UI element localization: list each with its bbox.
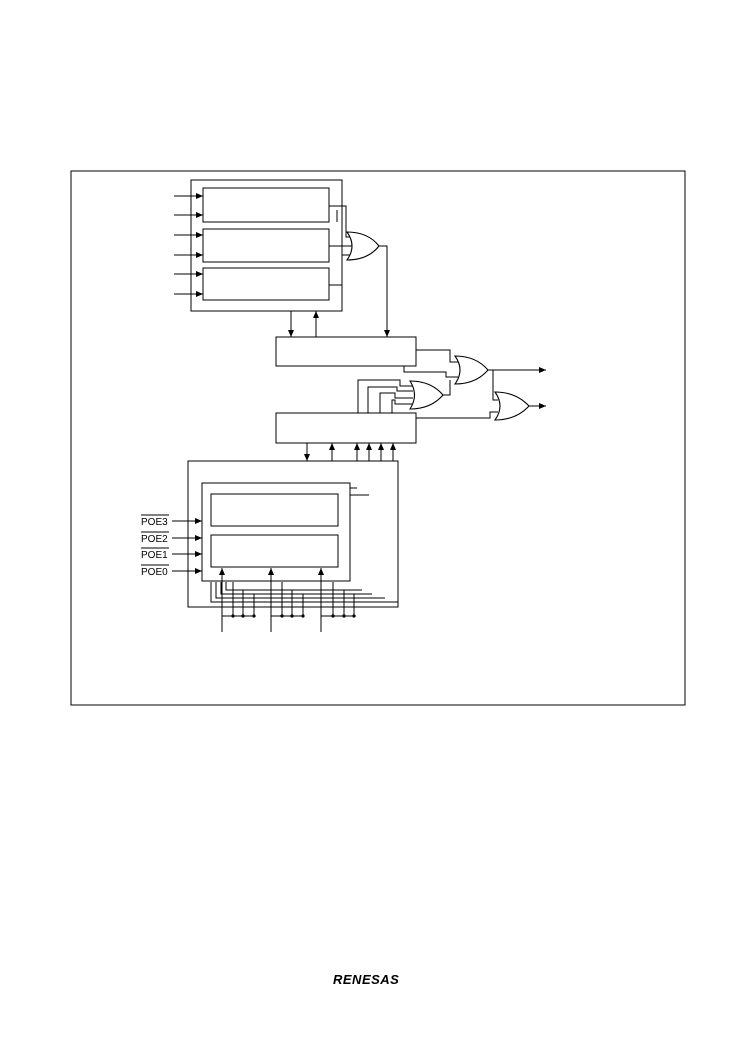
poe1-label: POE1 — [141, 550, 168, 561]
lower-stacked-frames — [210, 487, 398, 603]
or-gate-upper — [345, 231, 380, 261]
or-gate-right-bottom — [493, 391, 530, 421]
control-register-upper — [275, 336, 417, 367]
poe0-label: POE0 — [141, 567, 168, 578]
poe-inputs: POE3 POE2 POE1 POE0 — [141, 514, 202, 578]
upper-register-1 — [202, 187, 330, 223]
renesas-logo: RENESAS — [333, 972, 400, 987]
or-gate-middle — [408, 380, 444, 410]
or-gate-upper-output — [379, 245, 390, 337]
poe3-label: POE3 — [141, 517, 168, 528]
lower-register-1 — [210, 493, 339, 527]
middle-or-inputs — [357, 379, 413, 413]
or-gate-right-top — [453, 355, 489, 385]
control-register-lower — [275, 412, 417, 444]
upper-register-2 — [202, 228, 330, 263]
poe2-label: POE2 — [141, 534, 168, 545]
lower-register-2 — [210, 534, 339, 568]
bottom-inputs — [219, 568, 356, 632]
upper-input-arrows — [174, 193, 203, 297]
upper-register-3 — [202, 267, 330, 301]
upper-or-inputs — [329, 205, 352, 286]
right-gate-wiring — [403, 349, 498, 419]
